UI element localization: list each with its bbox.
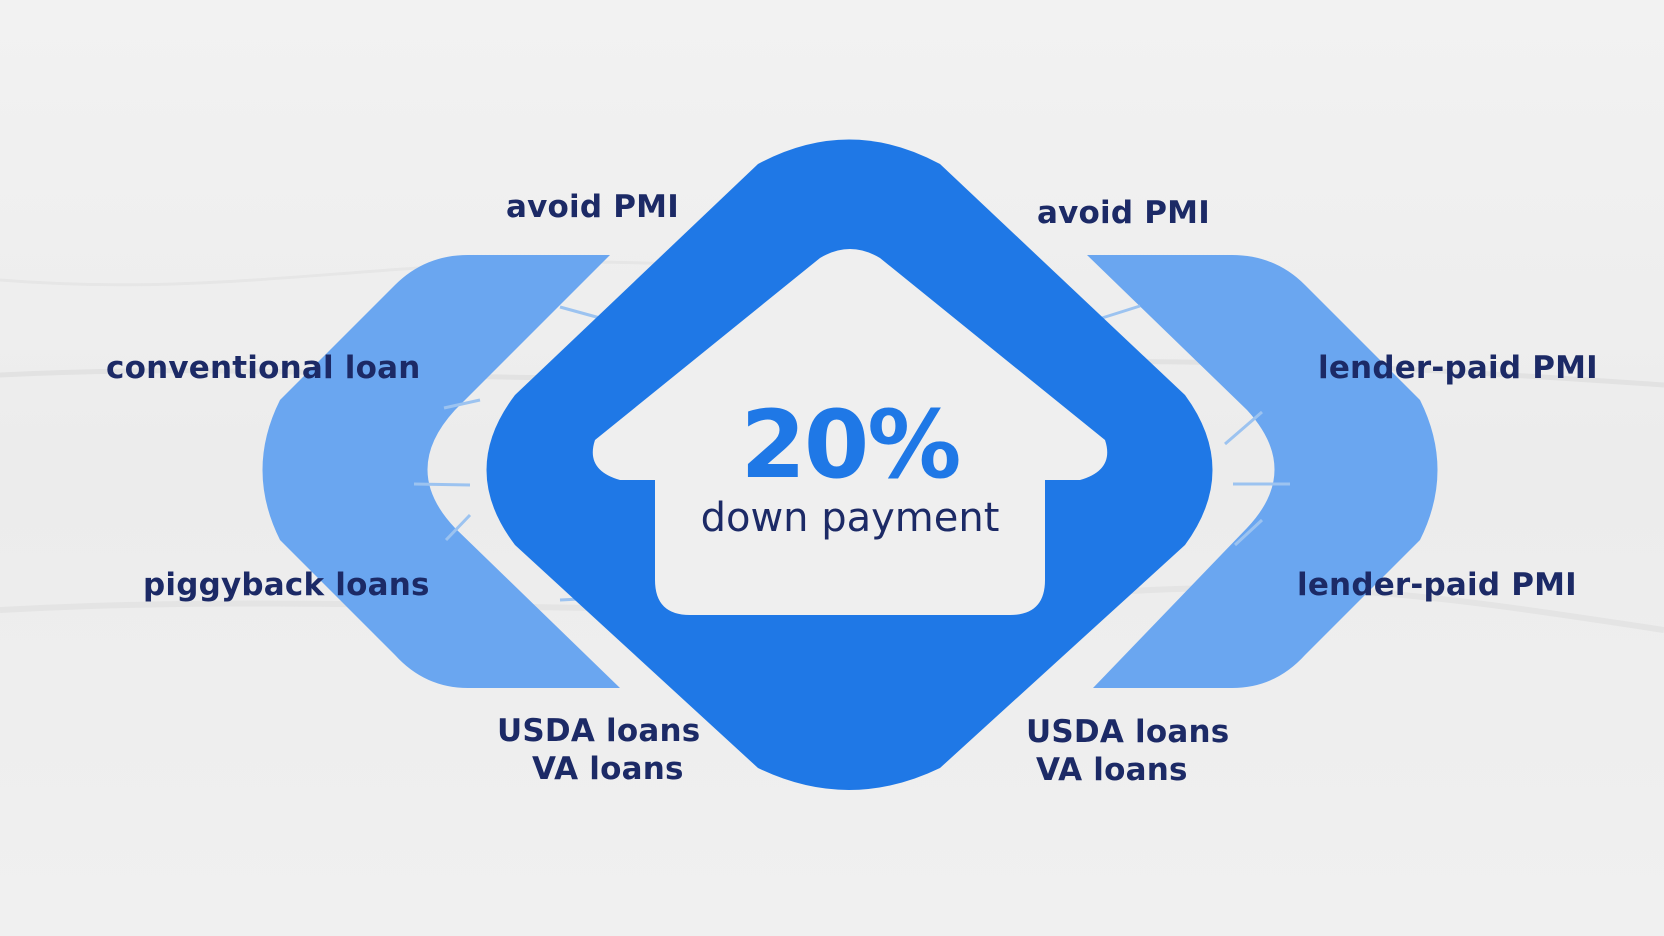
left-chevron-band <box>262 255 620 688</box>
center-subtitle: down payment <box>700 495 1000 541</box>
right-bottom-label-2: VA loans <box>1036 752 1188 788</box>
right-bottom-label-1: USDA loans <box>1026 714 1230 750</box>
right-upper-label: lender-paid PMI <box>1318 350 1598 386</box>
right-lower-label: lender-paid PMI <box>1297 567 1577 603</box>
left-upper-label: conventional loan <box>106 350 421 386</box>
left-bottom-label-1: USDA loans <box>497 713 701 749</box>
left-bottom-label-2: VA loans <box>532 751 684 787</box>
left-lower-label: piggyback loans <box>143 567 430 603</box>
house-icon <box>592 249 1108 615</box>
right-top-label: avoid PMI <box>1037 195 1210 231</box>
center-percentage: 20% <box>740 391 962 500</box>
connector-lines <box>413 304 1290 602</box>
left-top-label: avoid PMI <box>506 189 679 225</box>
right-chevron-band <box>1087 255 1438 688</box>
